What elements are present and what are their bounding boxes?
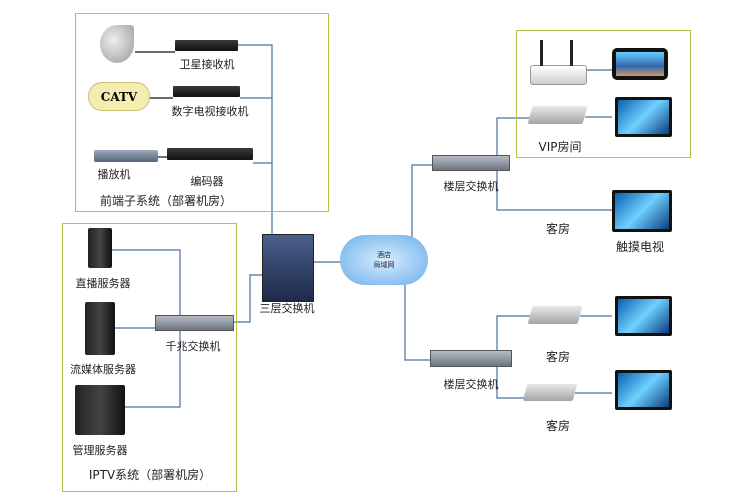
vip-room-box: [516, 30, 691, 158]
satellite-receiver-label: 卫星接收机: [179, 58, 235, 71]
l3-switch-device: [262, 234, 314, 302]
frontend-subsystem-box: [75, 13, 329, 212]
set-top-box: [527, 306, 583, 324]
guest-tv: [615, 296, 672, 336]
player-label: 播放机: [97, 168, 131, 181]
vip-room-label: VIP房间: [538, 140, 582, 154]
cloud-label-1: 酒店: [377, 251, 391, 259]
iptv-title: IPTV系统（部署机房）: [88, 468, 212, 482]
floor-switch-2-label: 楼层交换机: [443, 378, 499, 391]
digital-tv-receiver-device: [173, 86, 240, 97]
encoder-label: 编码器: [190, 175, 224, 188]
streaming-server-device: [85, 302, 115, 355]
management-server-label: 管理服务器: [72, 444, 128, 457]
iptv-system-box: [62, 223, 237, 492]
touch-tv-label: 触摸电视: [615, 240, 665, 254]
touch-tv: [612, 190, 672, 232]
satellite-receiver-device: [175, 40, 238, 51]
guest-room-label: 客房: [545, 419, 571, 433]
vip-set-top-box: [527, 106, 588, 124]
frontend-title: 前端子系统（部署机房）: [99, 194, 233, 208]
set-top-box: [522, 384, 578, 401]
wireless-router-device: [530, 65, 587, 85]
guest-room-label: 客房: [545, 350, 571, 364]
l3-switch-label: 三层交换机: [259, 302, 315, 315]
player-device: [94, 150, 158, 162]
guest-room-label: 客房: [545, 222, 571, 236]
floor-switch-1: [432, 155, 510, 171]
management-server-device: [75, 385, 125, 435]
vip-tv: [615, 97, 672, 137]
satellite-dish-icon: [100, 25, 134, 63]
live-server-device: [88, 228, 112, 268]
streaming-server-label: 流媒体服务器: [70, 363, 136, 376]
floor-switch-2: [430, 350, 512, 367]
catv-cloud: CATV: [88, 82, 150, 111]
encoder-device: [167, 148, 253, 160]
gigabit-switch-device: [155, 315, 234, 331]
guest-tv: [615, 370, 672, 410]
digital-tv-receiver-label: 数字电视接收机: [171, 105, 249, 118]
router-antenna: [570, 40, 573, 66]
catv-label: CATV: [100, 89, 138, 104]
live-server-label: 直播服务器: [75, 277, 131, 290]
floor-switch-1-label: 楼层交换机: [443, 180, 499, 193]
cloud-label-2: 局域网: [373, 261, 395, 269]
tablet-device: [612, 48, 668, 80]
gigabit-switch-label: 千兆交换机: [165, 340, 221, 353]
hotel-lan-cloud: 酒店 局域网: [340, 235, 428, 285]
router-antenna: [540, 40, 543, 66]
